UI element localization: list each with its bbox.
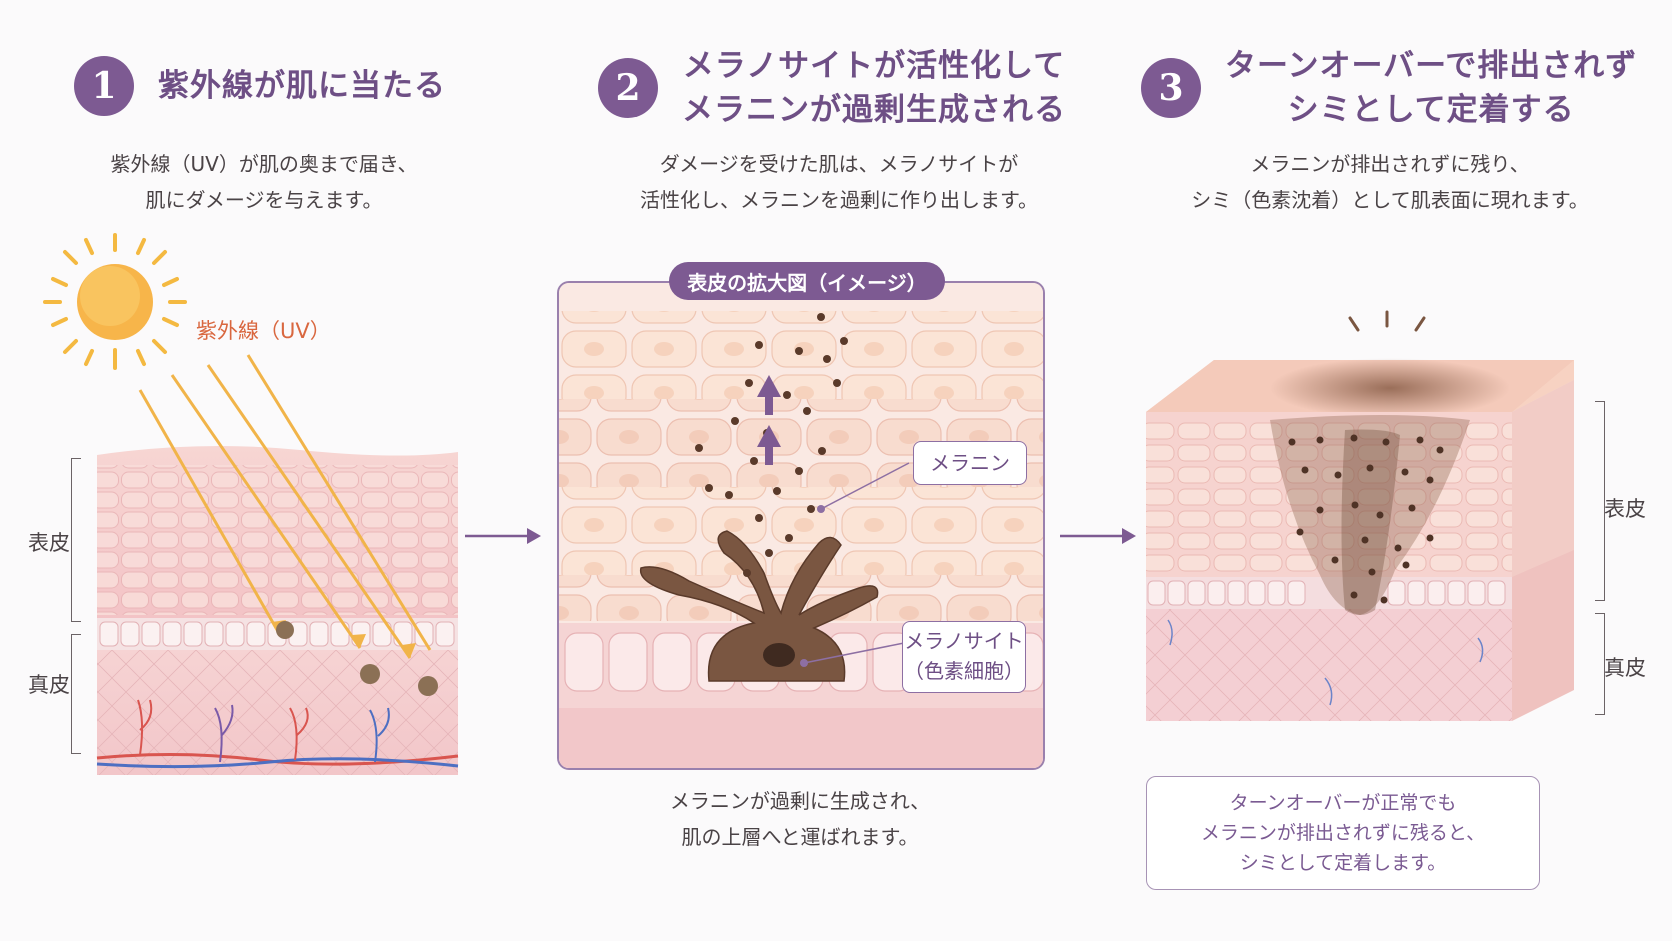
zoom-illustration	[559, 283, 1043, 768]
epidermis-bracket-right	[1595, 401, 1605, 601]
step-3-number: 3	[1141, 58, 1201, 118]
dermis-bracket	[71, 634, 81, 754]
step-3-title: ターンオーバーで排出されず シミとして定着する	[1225, 48, 1638, 128]
step-1-title: 紫外線が肌に当たる	[158, 68, 446, 104]
arrow-right-icon	[1060, 528, 1136, 544]
dermis-bracket-right	[1595, 613, 1605, 715]
melanocyte-callout: メラノサイト （色素細胞）	[902, 621, 1026, 693]
dermis-label-left: 真皮	[28, 673, 70, 697]
step-3-illustration	[1146, 310, 1574, 721]
sun-icon	[43, 233, 187, 370]
dermis-label-right: 真皮	[1604, 656, 1646, 680]
epidermis-label-left: 表皮	[28, 531, 70, 555]
step-2-number: 2	[598, 58, 658, 118]
step-1-description: 紫外線（UV）が肌の奥まで届き、 肌にダメージを与えます。	[110, 152, 418, 212]
melanocyte-cell	[639, 530, 879, 682]
step-1-illustration	[43, 233, 459, 775]
step-1-header: 1 紫外線が肌に当たる	[74, 56, 446, 116]
zoom-panel-title: 表皮の拡大図（イメージ）	[669, 262, 945, 300]
step-2-title: メラノサイトが活性化して メラニンが過剰生成される	[682, 48, 1066, 128]
epidermis-bracket	[71, 458, 81, 622]
step-1-number: 1	[74, 56, 134, 116]
step-2-description: ダメージを受けた肌は、メラノサイトが 活性化し、メラニンを過剰に作り出します。	[640, 152, 1038, 212]
step-3-header: 3 ターンオーバーで排出されず シミとして定着する	[1141, 44, 1637, 132]
zoom-panel	[557, 281, 1045, 770]
step-3-description: メラニンが排出されずに残り、 シミ（色素沈着）として肌表面に現れます。	[1191, 152, 1589, 212]
melanin-callout: メラニン	[913, 441, 1027, 485]
arrow-up-icon	[757, 375, 781, 465]
arrow-right-icon	[465, 528, 541, 544]
epidermis-label-right: 表皮	[1604, 497, 1646, 521]
step-2-caption: メラニンが過剰に生成され、 肌の上層へと運ばれます。	[669, 789, 931, 849]
uv-label: 紫外線（UV）	[196, 319, 331, 343]
step-2-header: 2 メラノサイトが活性化して メラニンが過剰生成される	[598, 44, 1066, 132]
step-3-note: ターンオーバーが正常でも メラニンが排出されずに残ると、 シミとして定着します。	[1146, 776, 1540, 890]
